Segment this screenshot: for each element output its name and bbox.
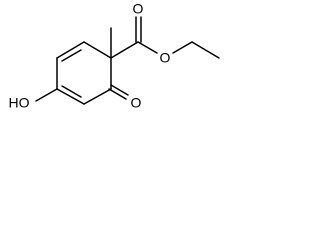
bond-ketone-a bbox=[108, 88, 127, 100]
bond-c5-c6 bbox=[83, 88, 112, 105]
atom-label-ester-carbonyl-oxygen: O bbox=[133, 1, 144, 17]
bond-c4-c5 bbox=[56, 88, 85, 105]
chemical-structure-diagram: O O O HO bbox=[9, 1, 220, 111]
atom-label-ketone-oxygen: O bbox=[131, 95, 142, 111]
bond-ketone-b bbox=[110, 84, 129, 96]
bond-c4-c5-inner bbox=[61, 85, 82, 98]
bond-c4-hydroxyl bbox=[35, 88, 58, 102]
ring-bonds bbox=[56, 41, 112, 105]
bond-ethyl-ch2-ch3 bbox=[191, 41, 220, 59]
bond-c2-c3 bbox=[56, 41, 85, 59]
atom-label-hydroxyl: HO bbox=[9, 95, 30, 111]
bond-c2-c3-inner bbox=[61, 49, 82, 62]
bond-c1-c2 bbox=[83, 41, 112, 59]
ester-group bbox=[110, 16, 220, 59]
atom-label-ester-ether-oxygen: O bbox=[160, 50, 171, 66]
bond-oxygen-ethyl-ch2 bbox=[172, 41, 193, 54]
bond-ester-carbon-oxygen bbox=[137, 41, 158, 54]
bond-c1-ester-carbon bbox=[110, 41, 139, 59]
